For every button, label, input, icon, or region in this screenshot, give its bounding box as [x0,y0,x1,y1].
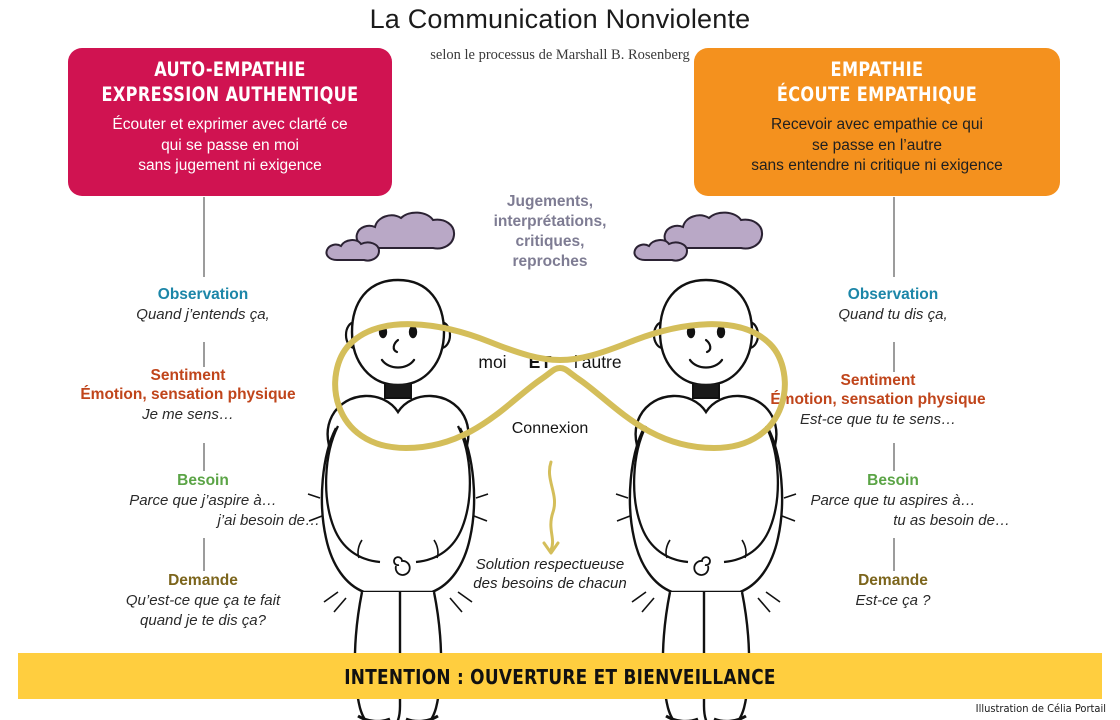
jugements-line-4: reproches [512,253,588,271]
lautre-label: l’autre [573,352,622,372]
step-right-demande-heading: Demande [858,572,928,589]
step-left-observation-heading: Observation [157,286,249,303]
step-right-demande: Demande Est-ce ça ? [758,572,1028,611]
header-box-empathie: EMPATHIE ÉCOUTE EMPATHIQUE Recevoir avec… [694,48,1060,196]
step-left-demande-line-1: Qu’est-ce que ça te fait [125,591,281,609]
step-left-sentiment-line-1: Je me sens… [142,405,234,423]
step-right-sentiment: Sentiment Émotion, sensation physique Es… [743,372,1013,430]
moi-et-lautre-label: moi ET l’autre [440,352,660,373]
step-left-besoin-line-1: Parce que j’aspire à… [129,491,277,509]
solution-wavy-arrow [548,460,556,552]
solution-label: Solution respectueuse des besoins de cha… [440,555,660,593]
header-left-title-line-1: AUTO-EMPATHIE [154,58,306,81]
jugements-line-1: Jugements, [506,193,594,210]
jugements-line-2: interprétations, [493,213,607,231]
moi-label: moi [478,352,507,372]
connexion-label: Connexion [511,420,589,437]
step-left-besoin: Besoin Parce que j’aspire à… j’ai besoin… [68,472,338,530]
cloud-left-small [325,239,380,262]
step-left-sentiment-heading-2: Émotion, sensation physique [80,385,296,403]
connector-line-left-2 [203,443,205,471]
header-right-body-line-2: se passe en l’autre [811,136,943,154]
header-right-body-line-3: sans entendre ni critique ni exigence [751,157,1003,175]
solution-arrow-head [542,541,560,555]
et-label: ET [528,352,552,372]
intention-banner [18,653,1102,699]
connector-line-left-0 [203,197,205,277]
solution-line-1: Solution respectueuse [475,556,625,573]
cloud-right-large [663,211,764,250]
jugements-line-3: critiques, [515,233,585,251]
connector-line-left-1 [203,342,205,367]
step-left-demande-line-2: quand je te dis ça? [140,611,266,629]
step-left-observation-line-1: Quand j’entends ça, [136,305,270,323]
step-left-demande: Demande Qu’est-ce que ça te fait quand j… [68,572,338,630]
page-title: La Communication Nonviolente [369,4,751,34]
header-left-body-line-2: qui se passe en moi [161,136,299,154]
step-left-sentiment-heading-1: Sentiment [150,367,226,384]
step-left-demande-heading: Demande [168,572,238,589]
connector-line-right-0 [893,197,895,277]
header-right-title-line-1: EMPATHIE [830,58,924,81]
step-right-besoin-line-1: Parce que tu aspires à… [810,491,976,509]
cloud-right-group [633,211,764,262]
header-box-auto-empathie: AUTO-EMPATHIE EXPRESSION AUTHENTIQUE Éco… [68,48,392,196]
intention-banner-text: INTENTION : OUVERTURE ET BIENVEILLANCE [344,665,776,689]
step-right-observation-heading: Observation [847,286,939,303]
step-right-sentiment-heading-2: Émotion, sensation physique [770,390,986,408]
step-right-besoin-line-2: tu as besoin de… [893,511,1010,529]
header-right-title-line-2: ÉCOUTE EMPATHIQUE [776,82,978,106]
step-left-besoin-heading: Besoin [177,472,229,489]
header-box-right-title: EMPATHIE ÉCOUTE EMPATHIQUE [722,58,1033,108]
step-right-observation: Observation Quand tu dis ça, [758,286,1028,325]
illustration-credit: Illustration de Célia Portail [975,702,1106,715]
connector-line-right-2 [893,443,895,471]
cloud-left-large [355,211,456,250]
header-right-body-line-1: Recevoir avec empathie ce qui [771,115,983,133]
header-box-left-body: Écouter et exprimer avec clarté ce qui s… [82,115,378,177]
step-right-besoin-heading: Besoin [867,472,919,489]
header-box-left-title: AUTO-EMPATHIE EXPRESSION AUTHENTIQUE [94,58,366,108]
header-left-body-line-1: Écouter et exprimer avec clarté ce [112,115,348,133]
connector-line-right-3 [893,538,895,571]
cloud-left-group [325,211,456,262]
step-right-observation-line-1: Quand tu dis ça, [838,305,948,323]
jugements-label: Jugements, interprétations, critiques, r… [455,192,645,273]
step-right-besoin: Besoin Parce que tu aspires à… tu as bes… [758,472,1028,530]
header-left-body-line-3: sans jugement ni exigence [138,157,322,175]
page-subtitle: selon le processus de Marshall B. Rosenb… [430,47,690,63]
step-left-observation: Observation Quand j’entends ça, [68,286,338,325]
header-left-title-line-2: EXPRESSION AUTHENTIQUE [101,82,359,106]
step-right-sentiment-heading-1: Sentiment [840,372,916,389]
step-left-sentiment: Sentiment Émotion, sensation physique Je… [53,367,323,425]
header-box-right-body: Recevoir avec empathie ce qui se passe e… [708,115,1046,177]
connector-line-left-3 [203,538,205,571]
step-right-sentiment-line-1: Est-ce que tu te sens… [800,410,956,428]
solution-line-2: des besoins de chacun [473,575,627,593]
connector-line-right-1 [893,342,895,372]
step-right-demande-line-1: Est-ce ça ? [855,591,931,609]
step-left-besoin-line-2: j’ai besoin de… [217,511,320,529]
